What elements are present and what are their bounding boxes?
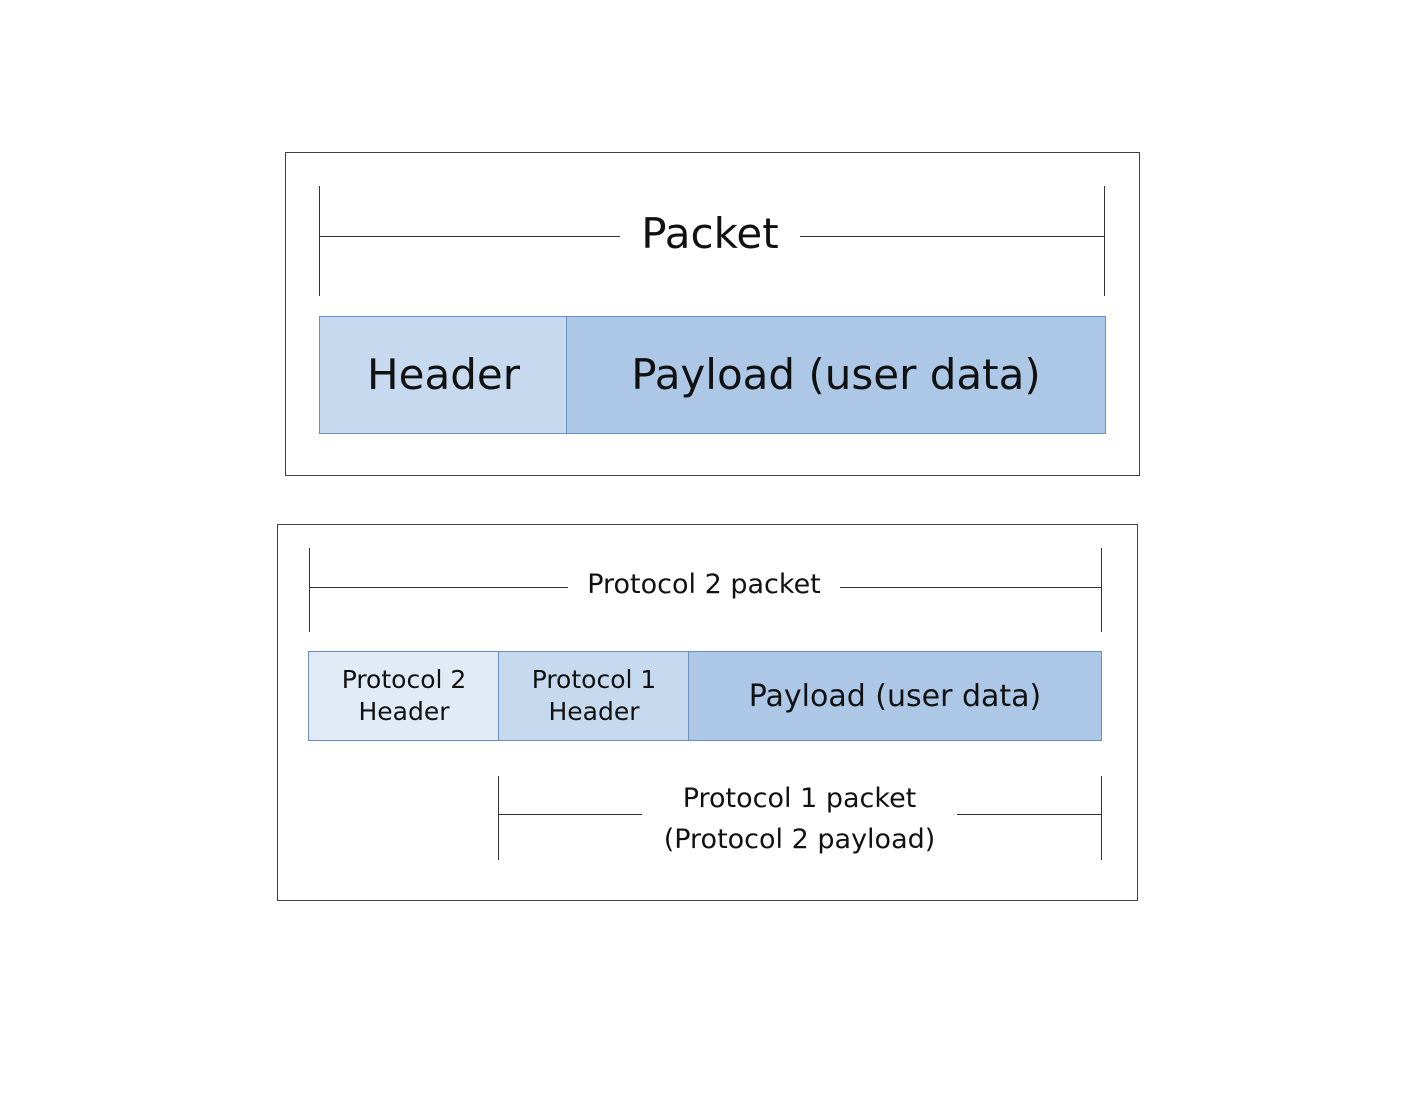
packet-span-label: Packet (620, 208, 800, 261)
protocol1-span-left-tick (498, 776, 499, 860)
header-segment: Header (319, 316, 568, 434)
protocol-payload-label: Payload (user data) (748, 678, 1042, 714)
protocol1-header-line1: Protocol 1 (531, 664, 657, 694)
protocol1-span-label-line1: Protocol 1 packet (682, 783, 917, 814)
protocol2-header-line2: Header (358, 697, 450, 726)
packet-span-left-tick (319, 186, 320, 296)
packet-span-line-right (800, 236, 1105, 237)
protocol2-span-right-tick (1101, 548, 1102, 632)
protocol1-header-segment: Protocol 1 Header (498, 651, 690, 741)
packet-span-line-left (320, 236, 620, 237)
protocol2-span-label: Protocol 2 packet (570, 568, 838, 602)
protocol2-span-left-tick (309, 548, 310, 632)
protocol1-span-line-right (957, 814, 1102, 815)
protocol1-span-line-left (499, 814, 642, 815)
payload-segment: Payload (user data) (566, 316, 1106, 434)
protocol-payload-segment: Payload (user data) (688, 651, 1102, 741)
header-segment-label: Header (367, 349, 520, 399)
protocol2-span-line-right (840, 587, 1102, 588)
protocol2-span-line-left (310, 587, 568, 588)
protocol1-header-line2: Header (548, 697, 640, 726)
payload-segment-label: Payload (user data) (631, 349, 1041, 399)
protocol1-span-label-line2: (Protocol 2 payload) (663, 824, 936, 855)
protocol2-header-line1: Protocol 2 (341, 664, 467, 694)
packet-span-right-tick (1104, 186, 1105, 296)
protocol1-header-text: Protocol 1 Header (532, 664, 657, 729)
protocol2-header-segment: Protocol 2 Header (308, 651, 500, 741)
protocol1-span-right-tick (1101, 776, 1102, 860)
protocol1-span-label: Protocol 1 packet (Protocol 2 payload) (644, 778, 955, 860)
protocol2-header-text: Protocol 2 Header (342, 664, 467, 729)
